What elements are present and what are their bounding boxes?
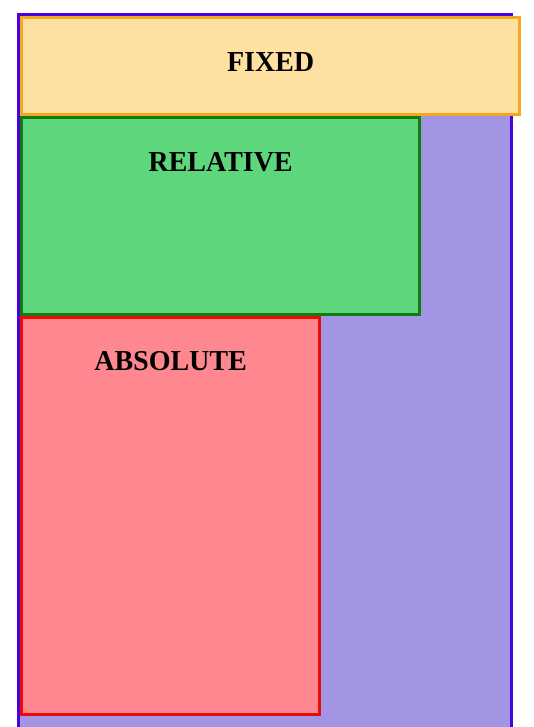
absolute-label: ABSOLUTE	[94, 346, 247, 377]
fixed-box: FIXED	[20, 16, 521, 116]
relative-box: RELATIVE	[20, 116, 421, 316]
relative-label: RELATIVE	[148, 147, 293, 178]
absolute-box: ABSOLUTE	[20, 316, 321, 716]
fixed-label: FIXED	[226, 47, 315, 78]
